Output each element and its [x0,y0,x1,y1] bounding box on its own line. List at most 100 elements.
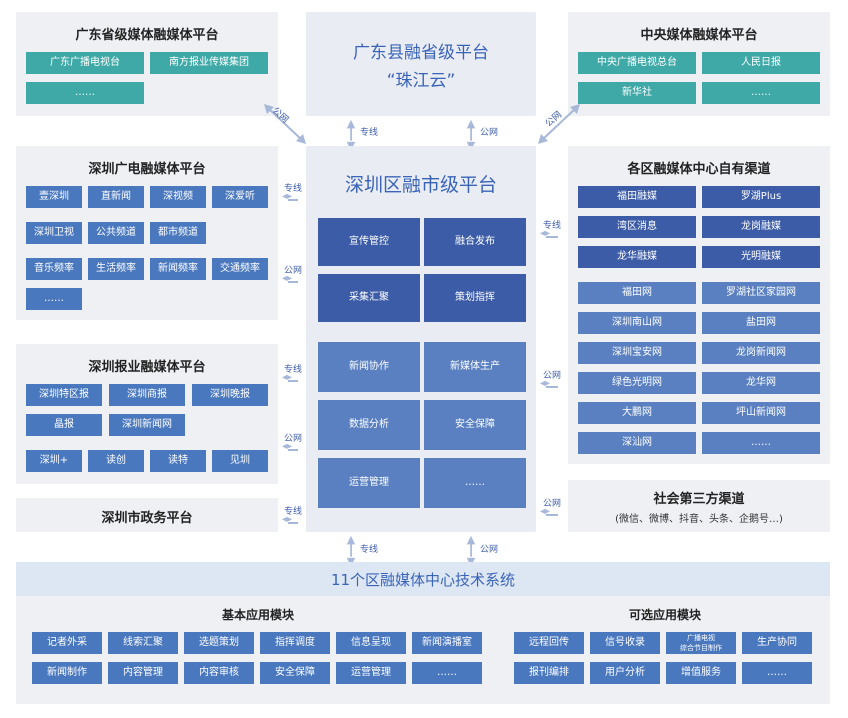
szp-item-8[interactable]: 读特 [150,450,206,472]
dc-g2-4[interactable]: 盐田网 [702,312,820,334]
rc1-arrow [540,228,564,241]
dc-g2-6[interactable]: 龙岗新闻网 [702,342,820,364]
szp-item-9[interactable]: 见圳 [212,450,268,472]
szp-item-3[interactable]: 深圳晚报 [192,384,268,406]
dc-g1-4[interactable]: 龙岗融媒 [702,216,820,238]
szp-item-7[interactable]: 读创 [88,450,144,472]
dp-module-propaganda[interactable]: 宣传管控 [318,218,420,266]
district-platform-panel: 深圳区融市级平台 宣传管控 融合发布 采集汇聚 策划指挥 新闻协作 新媒体生产 … [306,146,536,532]
dc-g1-6[interactable]: 光明融媒 [702,246,820,268]
v-top-public-label: 公网 [480,128,499,138]
szb-item-9[interactable]: 生活频率 [88,258,144,280]
gd-item-gdtv[interactable]: 广东广播电视台 [26,52,144,74]
szb-item-4[interactable]: 深爱听 [212,186,268,208]
dc-g2-8[interactable]: 龙华网 [702,372,820,394]
basic-mod-4[interactable]: 指挥调度 [260,632,330,654]
dc-g1-1[interactable]: 福田融媒 [578,186,696,208]
district-channels-panel: 各区融媒体中心自有渠道 福田融媒 罗湖Plus 湾区消息 龙岗融媒 龙华融媒 光… [568,146,830,464]
optional-mod-7[interactable]: 增值服务 [666,662,736,684]
lc4-arrow [282,441,304,454]
optional-mod-more[interactable]: …… [742,662,812,684]
sz-press-panel: 深圳报业融媒体平台 深圳特区报 深圳商报 深圳晚报 晶报 深圳新闻网 深圳+ 读… [16,344,278,484]
lc1-arrow [282,191,304,204]
optional-modules-title: 可选应用模块 [628,608,701,622]
dc-g2-1[interactable]: 福田网 [578,282,696,304]
optional-mod-1[interactable]: 远程回传 [514,632,584,654]
basic-mod-more[interactable]: …… [412,662,482,684]
szb-item-10[interactable]: 新闻频率 [150,258,206,280]
third-party-panel: 社会第三方渠道 (微信、微博、抖音、头条、企鹅号…) [568,480,830,532]
dp-module-command[interactable]: 策划指挥 [424,274,526,322]
central-item-cmg[interactable]: 中央广播电视总台 [578,52,696,74]
szp-item-5[interactable]: 深圳新闻网 [109,414,185,436]
sz-gov-title: 深圳市政务平台 [101,511,193,526]
dc-g1-5[interactable]: 龙华融媒 [578,246,696,268]
lc2-public-label: 公网 [283,266,302,276]
dc-g1-3[interactable]: 湾区消息 [578,216,696,238]
dp-module-collect[interactable]: 采集汇聚 [318,274,420,322]
dc-g1-2[interactable]: 罗湖Plus [702,186,820,208]
szb-item-1[interactable]: 壹深圳 [26,186,82,208]
v-bottom-public-label: 公网 [480,545,499,555]
rc1-dedicated-label: 专线 [542,221,561,231]
dc-g2-more[interactable]: …… [702,432,820,454]
dc-g2-2[interactable]: 罗湖社区家园网 [702,282,820,304]
basic-mod-2[interactable]: 线索汇聚 [108,632,178,654]
basic-mod-7[interactable]: 新闻制作 [32,662,102,684]
szb-item-6[interactable]: 公共频道 [88,222,144,244]
optional-mod-6[interactable]: 用户分析 [590,662,660,684]
basic-mod-9[interactable]: 内容审核 [184,662,254,684]
szp-item-2[interactable]: 深圳商报 [109,384,185,406]
sz-broadcast-panel: 深圳广电融媒体平台 壹深圳 直新闻 深视频 深爱听 深圳卫视 公共频道 都市频道… [16,146,278,320]
dp-module-data-analysis[interactable]: 数据分析 [318,400,420,450]
rc2-arrow [540,378,564,391]
optional-mod-5[interactable]: 报刊编排 [514,662,584,684]
dc-g2-5[interactable]: 深圳宝安网 [578,342,696,364]
central-item-peoples-daily[interactable]: 人民日报 [702,52,820,74]
gd-item-more[interactable]: …… [26,82,144,104]
optional-mod-4[interactable]: 生产协同 [742,632,812,654]
basic-mod-5[interactable]: 信息呈现 [336,632,406,654]
dp-module-more[interactable]: …… [424,458,526,508]
szp-item-4[interactable]: 晶报 [26,414,102,436]
dc-g2-11[interactable]: 深汕网 [578,432,696,454]
basic-mod-11[interactable]: 运营管理 [336,662,406,684]
dp-module-security[interactable]: 安全保障 [424,400,526,450]
szb-item-5[interactable]: 深圳卫视 [26,222,82,244]
dp-module-new-media[interactable]: 新媒体生产 [424,342,526,392]
central-item-xinhua[interactable]: 新华社 [578,82,696,104]
basic-mod-3[interactable]: 选题策划 [184,632,254,654]
dc-g2-3[interactable]: 深圳南山网 [578,312,696,334]
tech-system-panel: 11个区融媒体中心技术系统 基本应用模块 可选应用模块 记者外采 线索汇聚 选题… [16,562,830,704]
dp-module-news-collab[interactable]: 新闻协作 [318,342,420,392]
basic-mod-6[interactable]: 新闻演播室 [412,632,482,654]
optional-mod-3[interactable]: 广播电视 综合节目制作 [666,632,736,654]
gd-item-southern-press[interactable]: 南方报业传媒集团 [150,52,268,74]
dc-g2-10[interactable]: 坪山新闻网 [702,402,820,424]
tech-system-title: 11个区融媒体中心技术系统 [330,571,516,589]
diag-arrow-right [538,104,580,144]
szb-item-2[interactable]: 直新闻 [88,186,144,208]
szp-item-1[interactable]: 深圳特区报 [26,384,102,406]
guangdong-provincial-panel: 广东省级媒体融媒体平台 广东广播电视台 南方报业传媒集团 …… [16,12,278,116]
dp-module-operations[interactable]: 运营管理 [318,458,420,508]
szb-item-8[interactable]: 音乐频率 [26,258,82,280]
szb-item-more[interactable]: …… [26,288,82,310]
optional-mod-2[interactable]: 信号收录 [590,632,660,654]
dp-module-publish[interactable]: 融合发布 [424,218,526,266]
basic-mod-10[interactable]: 安全保障 [260,662,330,684]
szb-item-3[interactable]: 深视频 [150,186,206,208]
szb-item-7[interactable]: 都市频道 [150,222,206,244]
lc5-dedicated-label: 专线 [283,507,302,517]
tech-system-header: 11个区融媒体中心技术系统 [16,562,830,596]
central-item-more[interactable]: …… [702,82,820,104]
basic-mod-1[interactable]: 记者外采 [32,632,102,654]
central-media-title: 中央媒体融媒体平台 [640,28,758,43]
basic-mod-8[interactable]: 内容管理 [108,662,178,684]
dc-g2-9[interactable]: 大鹏网 [578,402,696,424]
central-media-panel: 中央媒体融媒体平台 中央广播电视总台 人民日报 新华社 …… [568,12,830,116]
szp-item-6[interactable]: 深圳+ [26,450,82,472]
szb-item-11[interactable]: 交通频率 [212,258,268,280]
dc-g2-7[interactable]: 绿色光明网 [578,372,696,394]
lc2-arrow [282,273,304,286]
